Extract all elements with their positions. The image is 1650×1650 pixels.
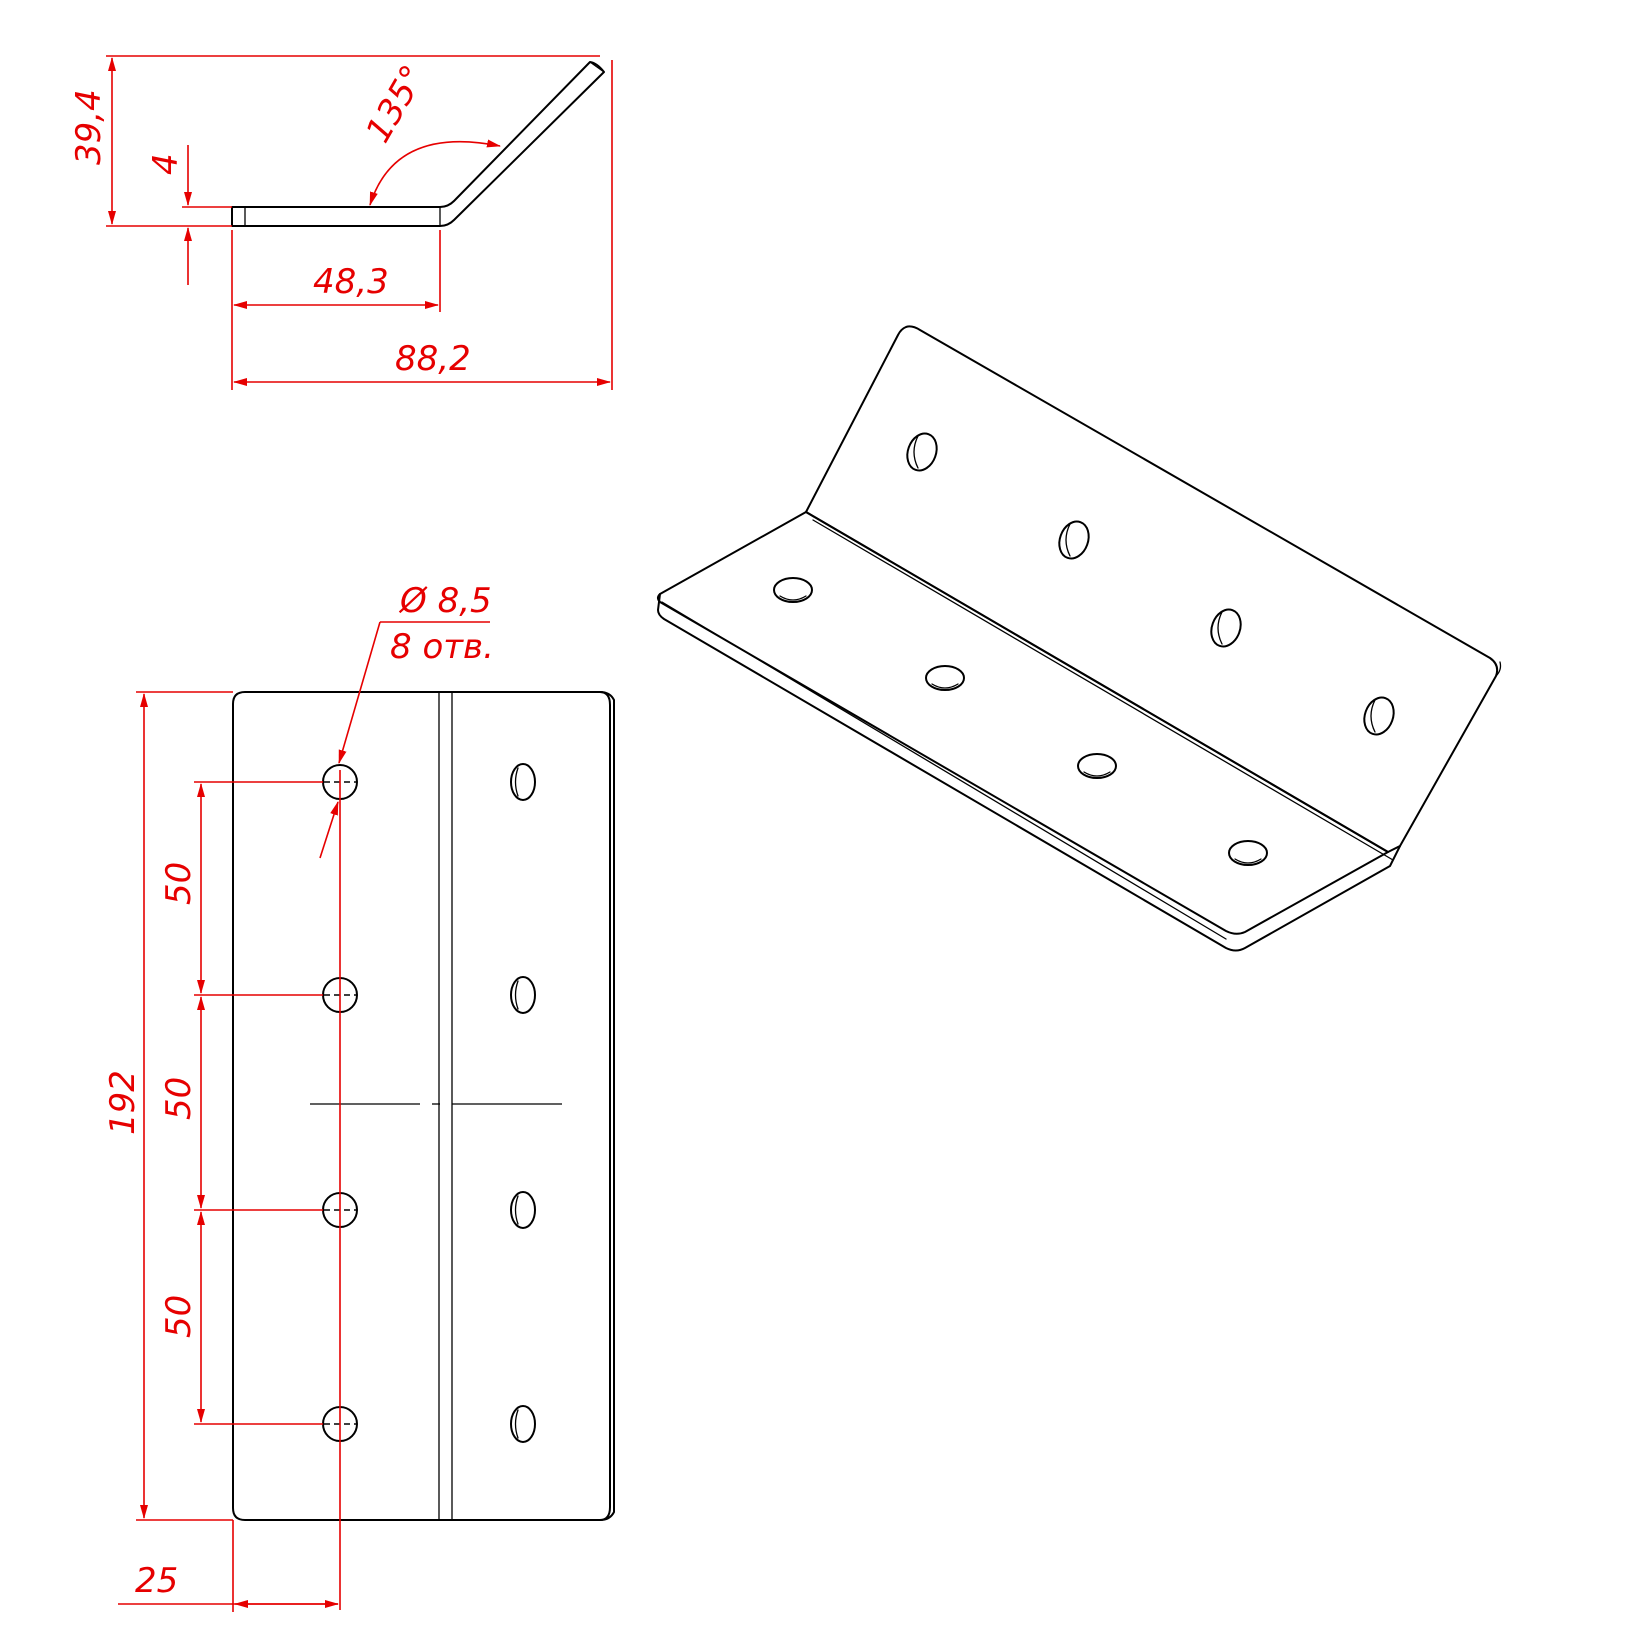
iso-angled-flange xyxy=(805,325,1499,853)
front-view-flange-edge xyxy=(599,691,615,1521)
hole xyxy=(1363,696,1395,736)
hole-inner-edge xyxy=(931,683,959,689)
iso-hole-angled-4 xyxy=(1363,696,1395,736)
dim-text-overall: 88,2 xyxy=(395,339,471,379)
hole xyxy=(1058,520,1090,560)
hole-inner-edge xyxy=(779,595,807,601)
leader-line xyxy=(338,621,381,764)
front-hole-right-4 xyxy=(510,1405,536,1443)
iso-hole-angled-3 xyxy=(1210,608,1242,648)
hole xyxy=(510,763,536,801)
hole xyxy=(510,1191,536,1229)
iso-bend-line-1 xyxy=(805,511,1389,853)
front-view-dimensions: Ø 8,5 8 отв. 192 50 50 50 25 xyxy=(103,581,494,1612)
dim-text-edge: 25 xyxy=(135,1561,178,1601)
iso-flat-flange xyxy=(657,511,1389,935)
hole xyxy=(773,577,813,603)
iso-hole-flat-3 xyxy=(1077,753,1117,779)
iso-hole-flat-2 xyxy=(925,665,965,691)
isometric-view xyxy=(657,325,1502,952)
front-hole-right-2 xyxy=(510,976,536,1014)
hole xyxy=(510,1405,536,1443)
front-view xyxy=(232,691,615,1521)
hole-inner-edge xyxy=(514,1195,519,1225)
hole xyxy=(1077,753,1117,779)
hole-inner-edge xyxy=(514,1409,519,1439)
hole xyxy=(925,665,965,691)
dim-arc-angle xyxy=(369,139,501,206)
hole xyxy=(510,976,536,1014)
iso-thickness-line xyxy=(661,601,1227,940)
hole-inner-edge xyxy=(1083,771,1111,777)
dim-text-flange: 48,3 xyxy=(313,262,389,302)
hole-inner-edge xyxy=(1370,699,1376,733)
front-hole-right-1 xyxy=(510,763,536,801)
front-hole-right-3 xyxy=(510,1191,536,1229)
dim-text-thickness: 4 xyxy=(146,153,186,175)
hole-inner-edge xyxy=(1217,611,1223,645)
side-view-dimensions: 39,4 4 135° 48,3 88,2 xyxy=(69,55,613,390)
hole-inner-edge xyxy=(913,435,919,469)
dim-text-angle: 135° xyxy=(358,59,434,150)
dim-text-hole-diameter: Ø 8,5 xyxy=(398,581,492,621)
dim-text-pitch-3: 50 xyxy=(159,1295,199,1338)
hole-inner-edge xyxy=(514,767,519,797)
iso-hole-flat-4 xyxy=(1228,840,1268,866)
side-view-end-line xyxy=(589,61,605,73)
hole-inner-edge xyxy=(1065,523,1071,557)
iso-hole-angled-2 xyxy=(1058,520,1090,560)
hole xyxy=(1228,840,1268,866)
iso-flat-flange-thickness xyxy=(657,593,1401,952)
dim-text-height: 39,4 xyxy=(69,89,109,165)
dim-text-length: 192 xyxy=(103,1070,143,1135)
iso-flange-tip xyxy=(1495,661,1502,677)
dim-text-hole-count: 8 отв. xyxy=(390,627,494,667)
front-view-outline xyxy=(232,691,611,1521)
iso-bend-line-2 xyxy=(812,519,1394,861)
dim-text-pitch-1: 50 xyxy=(159,862,199,905)
hole-inner-edge xyxy=(1234,858,1262,864)
iso-hole-flat-1 xyxy=(773,577,813,603)
dim-text-pitch-2: 50 xyxy=(159,1077,199,1120)
hole-inner-edge xyxy=(514,980,519,1010)
leader-line-tail xyxy=(319,801,339,859)
iso-hole-angled-1 xyxy=(906,432,938,472)
hole xyxy=(1210,608,1242,648)
hole xyxy=(906,432,938,472)
